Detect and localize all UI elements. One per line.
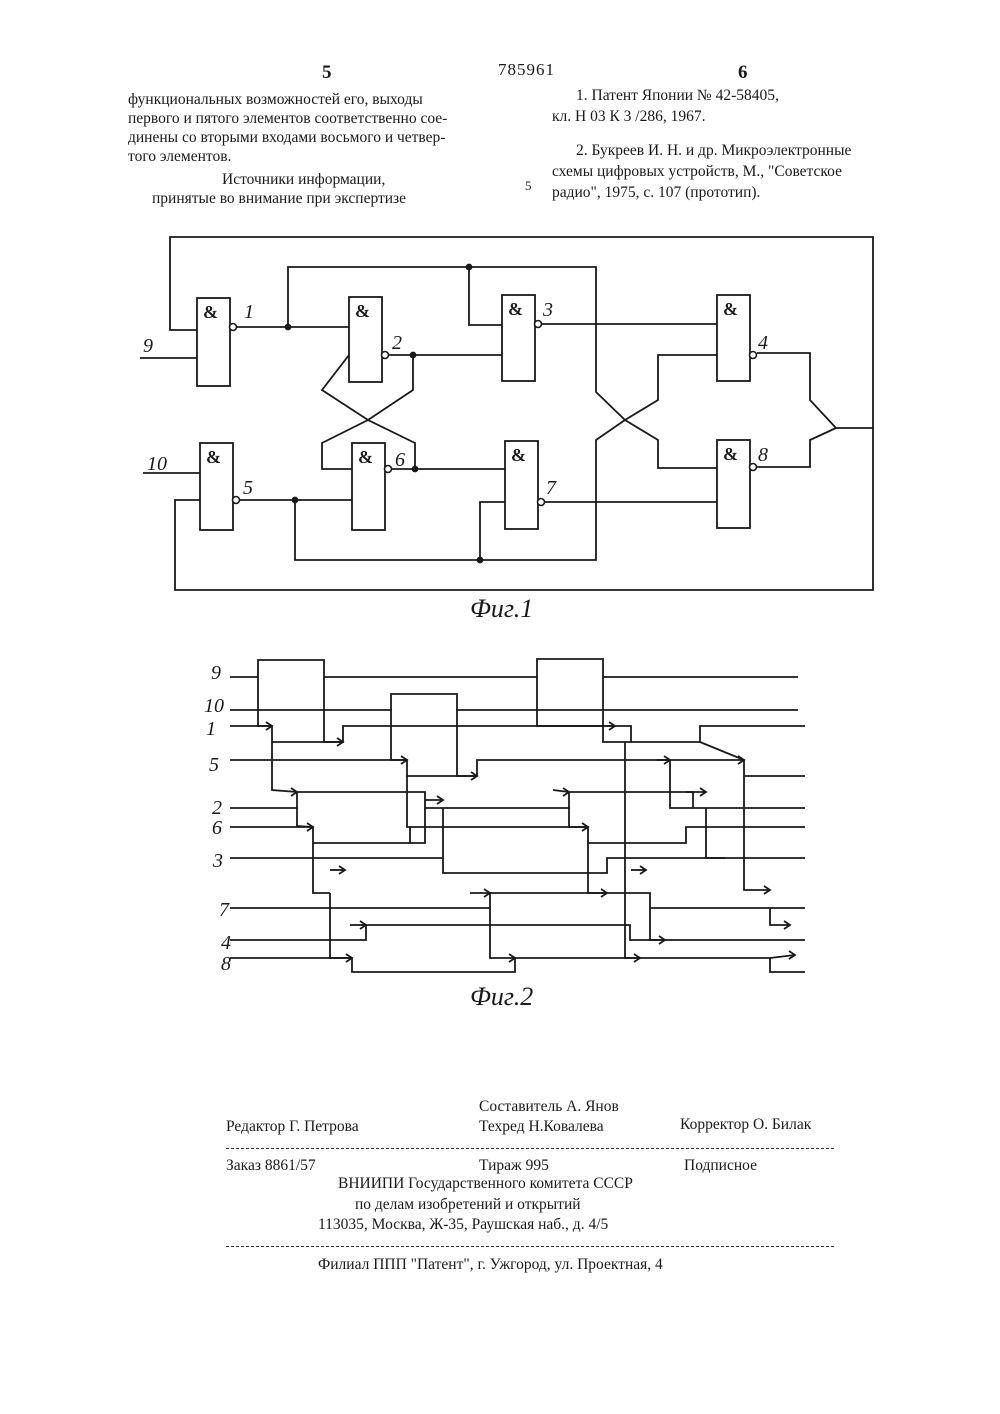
imprint-compiler: Составитель А. Янов	[479, 1098, 619, 1116]
gate-symbol: &	[723, 444, 738, 464]
causal-arrows	[258, 677, 795, 962]
input-label-9: 9	[143, 335, 153, 357]
gate-symbol: &	[511, 445, 526, 465]
figure-2-caption: Фиг.2	[470, 982, 533, 1011]
inverter-bubble	[538, 499, 545, 506]
row-label-2: 2	[212, 797, 222, 819]
imprint-circulation: Тираж 995	[479, 1157, 549, 1175]
imprint-editor: Редактор Г. Петрова	[226, 1118, 359, 1136]
imprint-org-line-3: 113035, Москва, Ж-35, Раушская наб., д. …	[318, 1216, 608, 1234]
imprint-branch: Филиал ППП "Патент", г. Ужгород, ул. Про…	[318, 1256, 663, 1274]
input-label-10: 10	[147, 453, 167, 475]
imprint-subscription: Подписное	[684, 1157, 757, 1175]
figure-1-circuit: & & & & & & & & 1 2 3 4 5 6 7 8 9 10	[140, 237, 873, 623]
node-label-1: 1	[244, 301, 254, 323]
row-label-10: 10	[204, 695, 224, 717]
gate-symbol: &	[203, 302, 218, 322]
inverter-bubble	[750, 352, 757, 359]
inverter-bubble	[230, 324, 237, 331]
figure-2-timing: 9 10 1 5 2 6 3 7 4 8	[204, 659, 805, 1011]
figure-1-caption: Фиг.1	[470, 594, 533, 623]
row-label-8: 8	[221, 953, 231, 975]
imprint-order: Заказ 8861/57	[226, 1157, 316, 1175]
imprint-divider-bottom	[226, 1246, 834, 1247]
row-label-1: 1	[206, 718, 216, 740]
gate-symbol: &	[206, 447, 221, 467]
inverter-bubble	[385, 466, 392, 473]
node-label-4: 4	[758, 332, 768, 354]
node-label-6: 6	[395, 449, 405, 471]
node-label-5: 5	[243, 477, 253, 499]
row-label-9: 9	[211, 662, 221, 684]
node-label-8: 8	[758, 444, 768, 466]
inverter-bubble	[233, 497, 240, 504]
inverter-bubble	[382, 352, 389, 359]
gate-symbol: &	[358, 447, 373, 467]
inverter-bubble	[750, 464, 757, 471]
row-label-4: 4	[221, 932, 231, 954]
node-label-7: 7	[546, 477, 557, 499]
row-label-7: 7	[219, 899, 230, 921]
node-label-3: 3	[542, 299, 553, 321]
row-label-5: 5	[209, 754, 219, 776]
gate-symbol: &	[355, 301, 370, 321]
imprint-org-line-2: по делам изобретений и открытий	[355, 1196, 581, 1214]
row-label-3: 3	[212, 850, 223, 872]
imprint-org-line-1: ВНИИПИ Государственного комитета СССР	[338, 1175, 633, 1193]
imprint-corrector: Корректор О. Билак	[680, 1116, 811, 1134]
gate-symbol: &	[723, 299, 738, 319]
imprint-divider-top	[226, 1148, 834, 1149]
inverter-bubble	[535, 321, 542, 328]
node-label-2: 2	[392, 332, 402, 354]
gate-symbol: &	[508, 299, 523, 319]
row-label-6: 6	[212, 817, 222, 839]
imprint-techred: Техред Н.Ковалева	[479, 1118, 604, 1136]
